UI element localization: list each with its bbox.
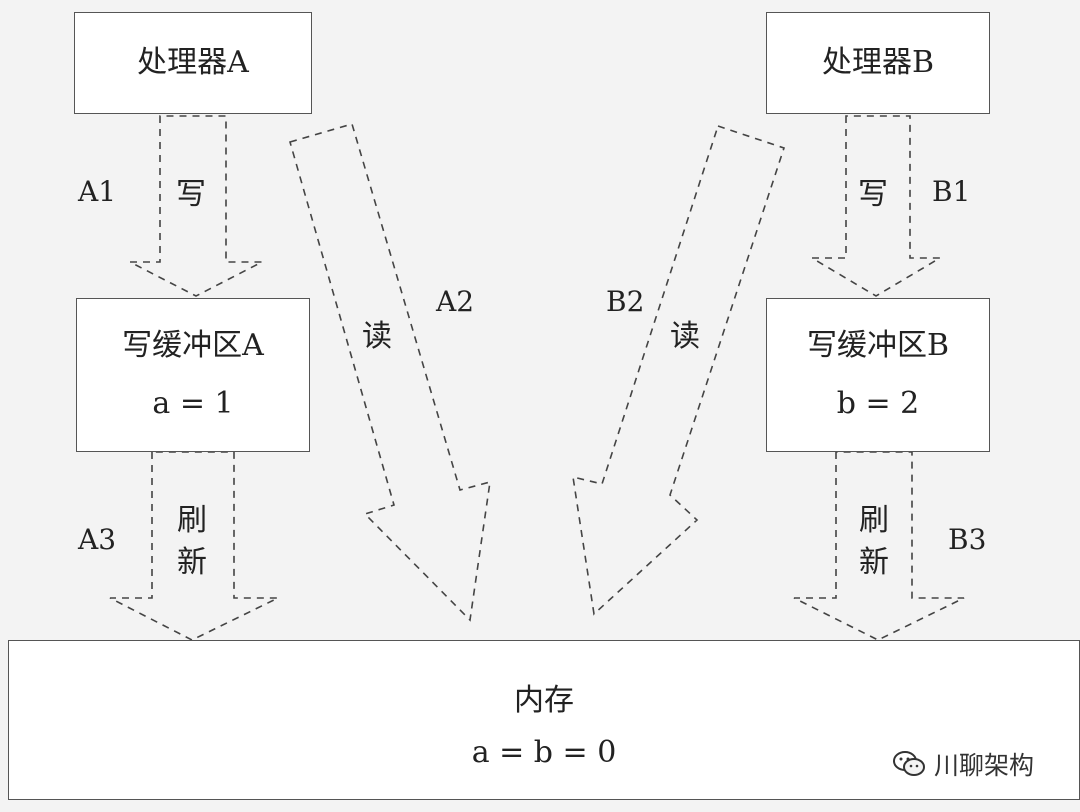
watermark-text: 川聊架构: [934, 751, 1035, 780]
write-buffer-b-label: 写缓冲区B: [806, 328, 950, 363]
processor-b-label: 处理器B: [821, 45, 935, 80]
memory-box: 内存 a = b = 0: [8, 640, 1080, 800]
write-buffer-a-box: 写缓冲区A a = 1: [76, 298, 310, 452]
step-a3-action-char-2: 新: [177, 545, 207, 580]
write-buffer-b-value: b = 2: [836, 386, 920, 421]
step-a1-label: A1: [78, 175, 117, 208]
step-a3-action-char-1: 刷: [177, 503, 207, 538]
step-b1-action: 写: [858, 177, 888, 212]
write-buffer-a-value: a = 1: [152, 386, 234, 421]
arrow-a2-read: [289, 123, 491, 622]
arrow-a3-flush: [109, 451, 279, 641]
arrow-b1-write: [809, 115, 943, 297]
arrow-b3-flush: [793, 451, 965, 641]
step-a1-action: 写: [176, 177, 206, 212]
processor-a-box: 处理器A: [74, 12, 312, 114]
arrow-a1-write: [129, 115, 263, 297]
arrow-b2-read: [572, 124, 786, 616]
step-b3-action: 刷 新: [856, 500, 892, 584]
watermark: 川聊架构: [892, 746, 1034, 782]
memory-value: a = b = 0: [471, 735, 617, 770]
processor-a-label: 处理器A: [137, 45, 249, 80]
step-a3-action: 刷 新: [174, 500, 210, 584]
step-b1-label: B1: [932, 175, 971, 208]
step-b3-action-char-2: 新: [859, 545, 889, 580]
step-b2-label: B2: [606, 285, 645, 318]
step-a2-action: 读: [362, 319, 392, 354]
step-b2-action: 读: [670, 319, 700, 354]
wechat-icon: [893, 751, 925, 776]
step-b3-label: B3: [948, 523, 987, 556]
processor-b-box: 处理器B: [766, 12, 990, 114]
write-buffer-b-box: 写缓冲区B b = 2: [766, 298, 990, 452]
step-a2-label: A2: [436, 285, 475, 318]
step-b3-action-char-1: 刷: [859, 503, 889, 538]
write-buffer-a-label: 写缓冲区A: [122, 328, 264, 363]
memory-label: 内存: [514, 683, 574, 718]
step-a3-label: A3: [78, 523, 117, 556]
